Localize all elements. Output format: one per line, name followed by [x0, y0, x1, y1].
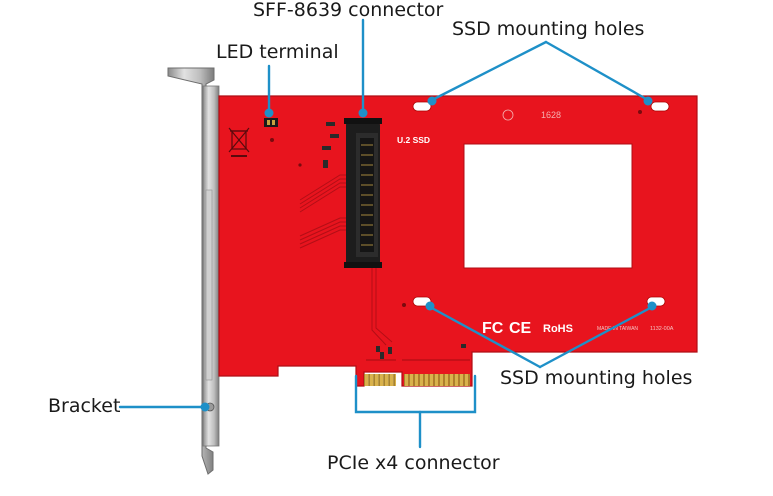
fcc-marking: FC — [482, 320, 504, 337]
model-marking: 1132-00A — [650, 326, 674, 332]
leader-ssd-holes-top — [544, 40, 650, 102]
rohs-marking: RoHS — [543, 323, 573, 335]
leader-ssd-holes-bottom — [428, 305, 542, 369]
callout-dots — [200, 96, 657, 412]
leader-ssd-holes-top — [430, 40, 548, 102]
bracket — [167, 67, 233, 475]
pcie-gold-fingers — [404, 374, 470, 386]
callout-lines — [118, 18, 654, 449]
sff-8639-connector-label: SFF-8639 connector — [253, 0, 444, 21]
leader-pcie — [354, 374, 477, 414]
sff-8639-connector — [344, 118, 382, 268]
board-code-marking: 1628 — [541, 110, 561, 120]
ssd-mounting-holes-top-label: SSD mounting holes — [452, 18, 645, 40]
mounting-hole — [412, 101, 432, 112]
ul-logo-icon — [502, 109, 514, 121]
pcb-board: U.2 SSD 1628 FC CE RoHS MADE IN TAIWAN 1… — [218, 95, 698, 387]
made-in-marking: MADE IN TAIWAN — [597, 326, 638, 332]
pcb-traces — [299, 174, 393, 346]
u2-ssd-marking: U.2 SSD — [397, 135, 430, 145]
ssd-mounting-holes-bottom-label: SSD mounting holes — [500, 367, 693, 389]
pcie-x4-connector-label: PCIe x4 connector — [327, 452, 500, 474]
led-header — [264, 118, 278, 127]
led-terminal-label: LED terminal — [216, 41, 339, 63]
smd-components — [322, 122, 466, 359]
bracket-label: Bracket — [48, 395, 121, 417]
pcie-gold-fingers — [364, 374, 396, 386]
leader-ssd-holes-bottom — [538, 305, 654, 369]
ssd-cutout — [463, 143, 633, 269]
mounting-hole — [650, 101, 670, 112]
ce-marking: CE — [509, 320, 532, 337]
weee-bin-icon — [228, 127, 250, 157]
